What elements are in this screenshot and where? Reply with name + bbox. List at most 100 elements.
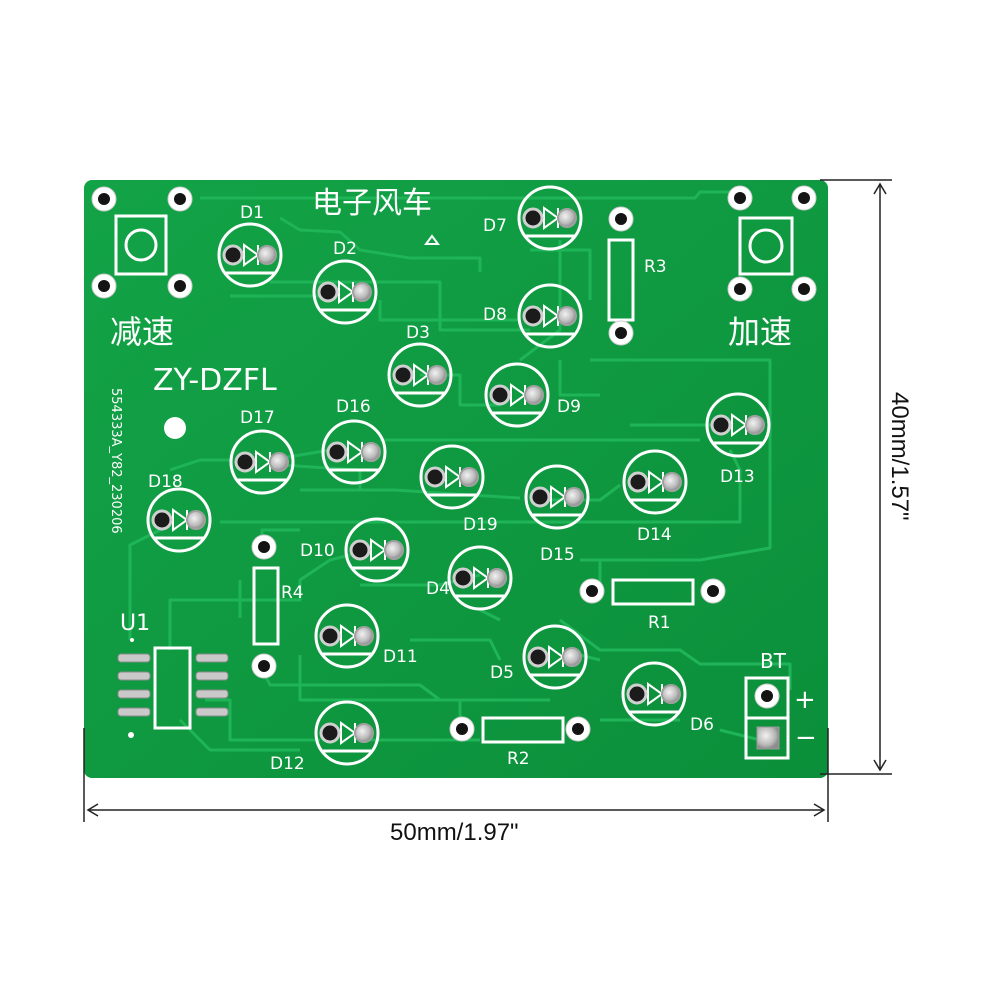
slow-down-label: 减速	[110, 313, 174, 351]
led-footprint-d15	[524, 464, 590, 530]
led-pad	[354, 723, 374, 743]
led-label-d4: D4	[426, 579, 450, 599]
drill-hole	[258, 541, 270, 553]
led-pad	[269, 452, 289, 472]
led-pad	[222, 244, 244, 266]
led-footprint-d5	[522, 624, 588, 690]
mounting-hole	[164, 417, 186, 439]
led-label-d1: D1	[240, 203, 264, 223]
led-footprint-d10	[344, 517, 410, 583]
serial-label: 554333A_Y82_230206	[108, 388, 123, 534]
led-pad	[564, 487, 584, 507]
led-pad	[524, 385, 544, 405]
led-footprint-d6	[621, 661, 687, 727]
led-pad	[354, 626, 374, 646]
battery-label: BT	[760, 649, 787, 673]
resistor-outlines	[252, 238, 695, 744]
led-label-d6: D6	[690, 715, 714, 735]
led-label-d5: D5	[490, 663, 514, 683]
drill-hole	[258, 660, 270, 672]
height-dimension	[820, 179, 892, 775]
led-footprint-d17	[229, 429, 295, 495]
led-pad	[392, 364, 414, 386]
led-pad	[557, 306, 577, 326]
led-footprint-d14	[622, 449, 688, 515]
led-footprint-d11	[314, 603, 380, 669]
led-label-d14: D14	[637, 525, 672, 545]
drill-hole	[707, 585, 719, 597]
switch-slow	[114, 214, 168, 276]
led-pad	[626, 683, 648, 705]
led-footprint-d8	[517, 283, 583, 349]
drill-hole	[615, 213, 627, 225]
led-label-d9: D9	[557, 397, 581, 417]
chip-label: U1	[120, 611, 150, 636]
led-label-d7: D7	[483, 216, 507, 236]
led-pad	[745, 415, 765, 435]
led-label-d3: D3	[406, 323, 430, 343]
ic-u1-footprint	[117, 638, 229, 738]
led-pad	[627, 471, 649, 493]
led-label-d12: D12	[270, 754, 305, 774]
led-label-d8: D8	[483, 305, 507, 325]
resistor-label-r1: R1	[648, 613, 671, 633]
led-pad	[522, 207, 544, 229]
led-pad	[487, 568, 507, 588]
led-pad	[319, 625, 341, 647]
through-hole-pads	[91, 185, 817, 742]
led-footprint-d7	[517, 185, 583, 251]
orientation-arrow	[424, 234, 440, 245]
speed-up-label: 加速	[728, 313, 792, 351]
led-label-d17: D17	[240, 408, 275, 428]
led-footprint-d18	[146, 487, 212, 553]
led-footprint-d12	[314, 700, 380, 766]
led-footprints	[146, 185, 771, 766]
led-pad	[710, 414, 732, 436]
led-pad	[326, 441, 348, 463]
led-label-d19: D19	[463, 515, 498, 535]
led-pad	[557, 208, 577, 228]
led-pad	[352, 282, 372, 302]
led-footprint-d13	[705, 392, 771, 458]
width-dimension-label: 50mm/1.97"	[390, 819, 519, 846]
led-label-d16: D16	[336, 397, 371, 417]
led-footprint-d1	[217, 222, 283, 288]
led-pad	[527, 646, 549, 668]
battery-minus-label: −	[795, 723, 817, 753]
drill-hole	[174, 193, 186, 205]
led-pad	[186, 510, 206, 530]
led-pad	[522, 305, 544, 327]
led-pad	[384, 540, 404, 560]
led-pad	[562, 647, 582, 667]
board-title: 电子风车	[312, 186, 432, 221]
led-footprint-d4	[447, 545, 513, 611]
led-label-d11: D11	[383, 647, 418, 667]
led-footprint-d2	[312, 259, 378, 325]
component-labels: D1D2D3D4D5D6D7D8D9D10D11D12D13D14D15D16D…	[148, 203, 755, 774]
drill-hole	[586, 585, 598, 597]
led-pad	[234, 451, 256, 473]
led-label-d15: D15	[540, 545, 575, 565]
led-pad	[529, 486, 551, 508]
led-pad	[319, 722, 341, 744]
led-pad	[489, 384, 511, 406]
led-pad	[257, 245, 277, 265]
led-pad	[349, 539, 371, 561]
resistor-label-r4: R4	[281, 583, 304, 603]
drill-hole	[572, 723, 584, 735]
drill-hole	[456, 723, 468, 735]
resistor-label-r2: R2	[507, 749, 530, 769]
led-footprint-d16	[321, 419, 387, 485]
led-pad	[661, 684, 681, 704]
width-dimension	[83, 728, 829, 822]
drill-hole	[98, 280, 110, 292]
drill-hole	[798, 283, 810, 295]
led-pad	[361, 442, 381, 462]
led-label-d2: D2	[333, 239, 357, 259]
led-label-d13: D13	[720, 467, 755, 487]
battery-plus-label: +	[794, 685, 816, 715]
drill-hole	[734, 192, 746, 204]
led-pad	[427, 365, 447, 385]
resistor-label-r3: R3	[644, 257, 667, 277]
